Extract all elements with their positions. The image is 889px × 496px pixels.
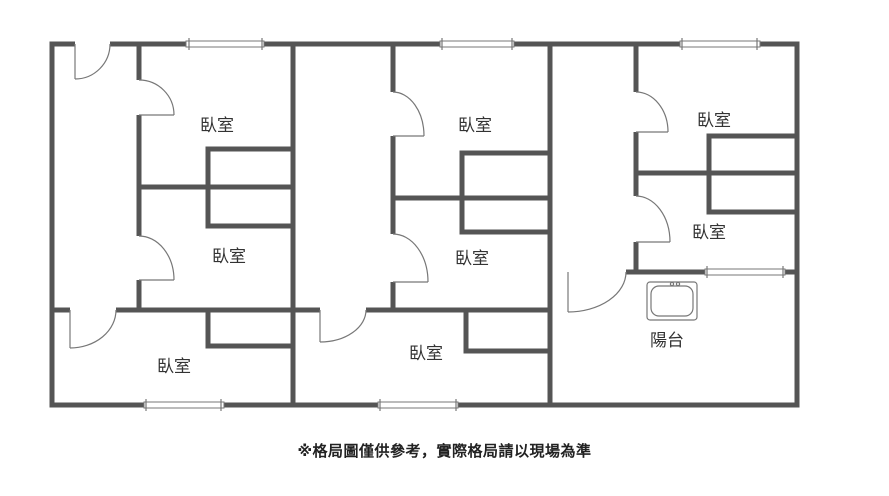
- door-bedroom-a: [135, 79, 175, 116]
- window-bottom-2: [377, 399, 459, 411]
- window-bottom-1: [143, 399, 225, 411]
- room-label-bedroom-5: 臥室: [455, 249, 489, 269]
- door-bedroom-f: [319, 306, 367, 343]
- window-top-2: [439, 38, 515, 50]
- disclaimer-note: ※格局圖僅供參考，實際格局請以現場為準: [297, 442, 592, 460]
- sink-icon: [646, 281, 698, 321]
- windows: [143, 38, 786, 411]
- room-label-bedroom-6: 臥室: [409, 344, 443, 364]
- window-top-1: [185, 38, 265, 50]
- door-bedroom-d: [389, 91, 425, 137]
- door-bedroom-h: [632, 195, 671, 243]
- window-balcony: [704, 266, 786, 278]
- room-label-bedroom-4: 臥室: [458, 116, 492, 136]
- room-label-bedroom-3: 臥室: [157, 357, 191, 377]
- room-label-bedroom-2: 臥室: [212, 247, 246, 267]
- door-bedroom-c: [69, 306, 117, 349]
- door-bedroom-b: [135, 235, 175, 281]
- door-entrance-right: [567, 268, 627, 313]
- room-label-balcony: 陽台: [650, 331, 684, 351]
- door-entrance-left: [74, 40, 111, 80]
- door-bedroom-e: [389, 233, 429, 283]
- room-label-bedroom-8: 臥室: [692, 223, 726, 243]
- window-top-3: [679, 38, 761, 50]
- doors: [69, 40, 671, 349]
- room-label-bedroom-1: 臥室: [200, 116, 234, 136]
- room-labels: 臥室 臥室 臥室 臥室 臥室 臥室 臥室 臥室 陽台: [157, 111, 731, 377]
- room-label-bedroom-7: 臥室: [697, 111, 731, 131]
- door-bedroom-g: [632, 91, 669, 133]
